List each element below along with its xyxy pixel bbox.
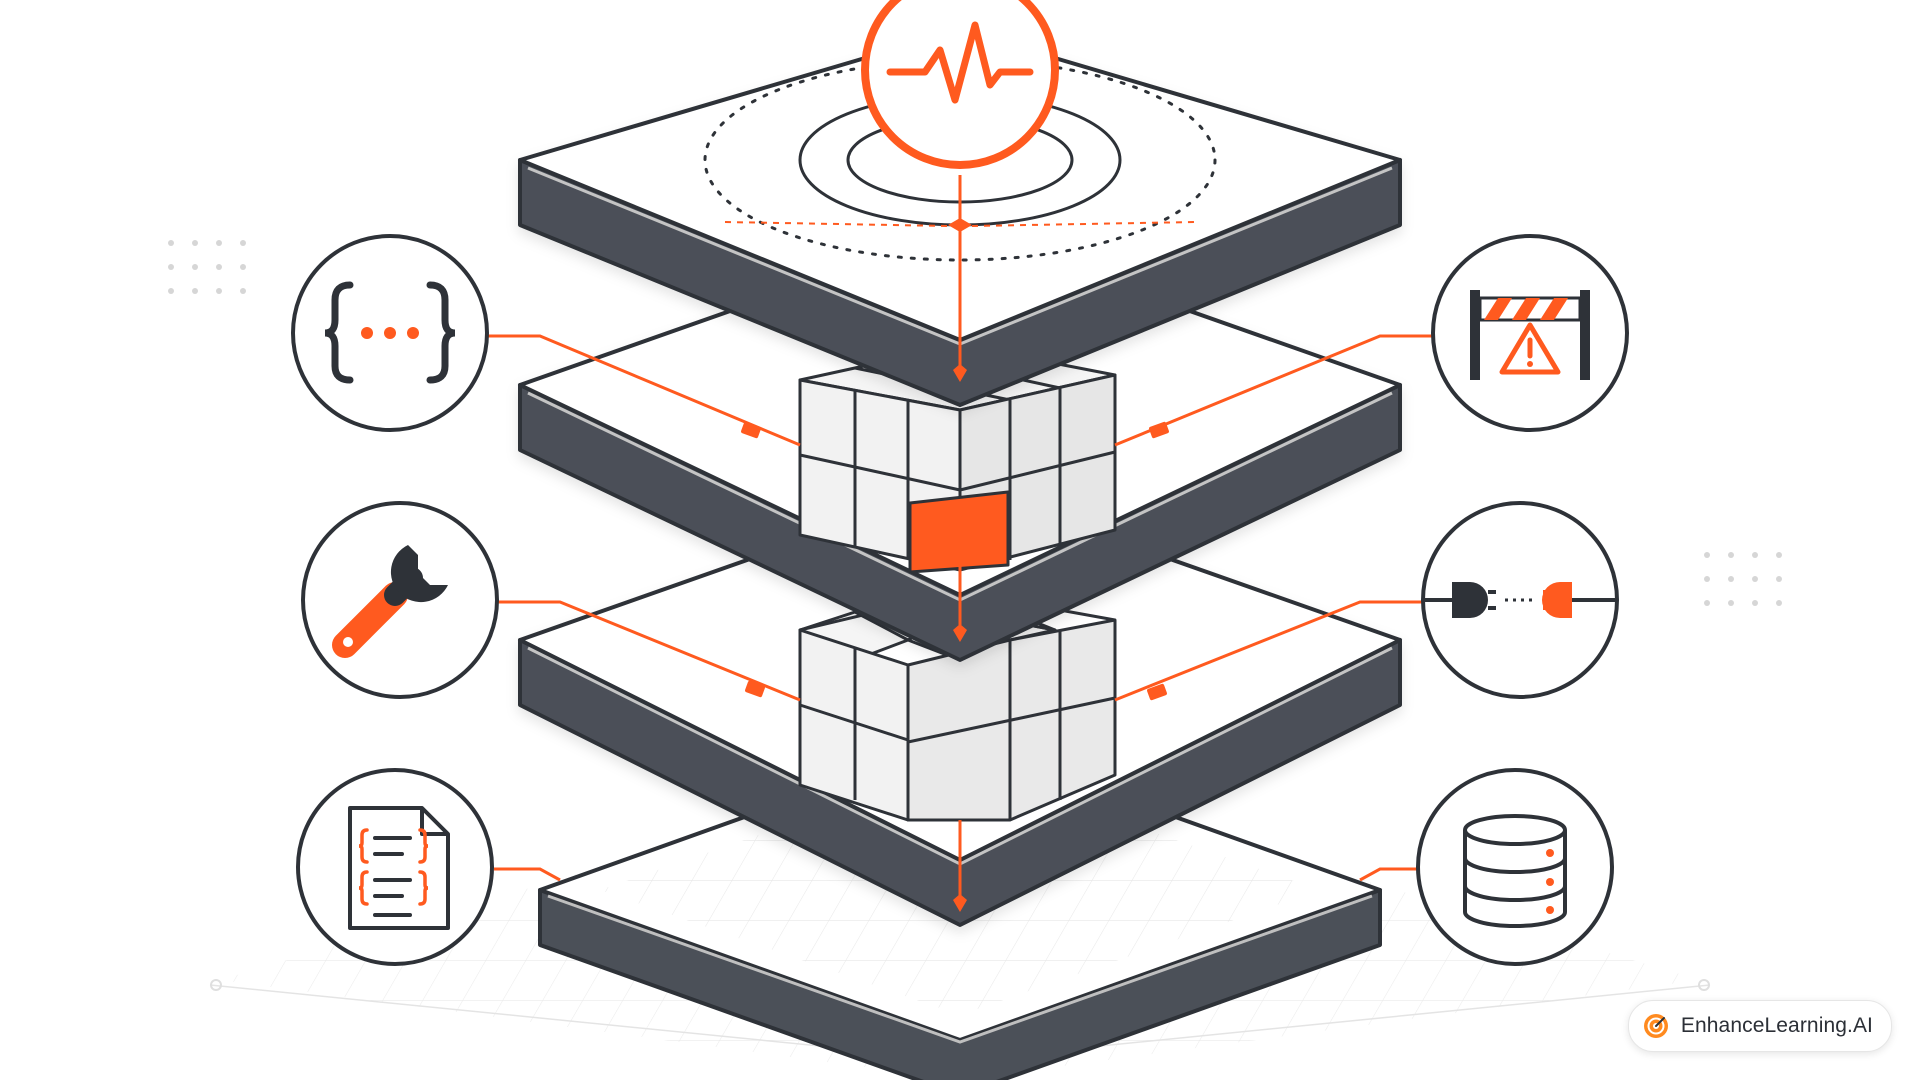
code-braces-icon bbox=[291, 234, 489, 432]
wrench-icon bbox=[301, 501, 499, 699]
side-connectors bbox=[488, 334, 1432, 882]
brand-label: EnhanceLearning.AI bbox=[1680, 1014, 1873, 1037]
brand-badge[interactable]: EnhanceLearning.AI bbox=[1627, 1000, 1892, 1052]
dot-grid-left bbox=[156, 222, 246, 302]
plug-disconnect-icon bbox=[1421, 501, 1619, 699]
roadblock-warning-icon bbox=[1431, 234, 1629, 432]
spine-connector bbox=[724, 175, 1196, 912]
code-document-icon bbox=[296, 768, 494, 966]
database-icon bbox=[1416, 768, 1614, 966]
upper-cube-front-cell bbox=[908, 490, 1010, 574]
dot-grid-right bbox=[1704, 540, 1794, 620]
heartbeat-monitor-icon bbox=[861, 0, 1059, 169]
target-logo-icon bbox=[1643, 1014, 1668, 1038]
